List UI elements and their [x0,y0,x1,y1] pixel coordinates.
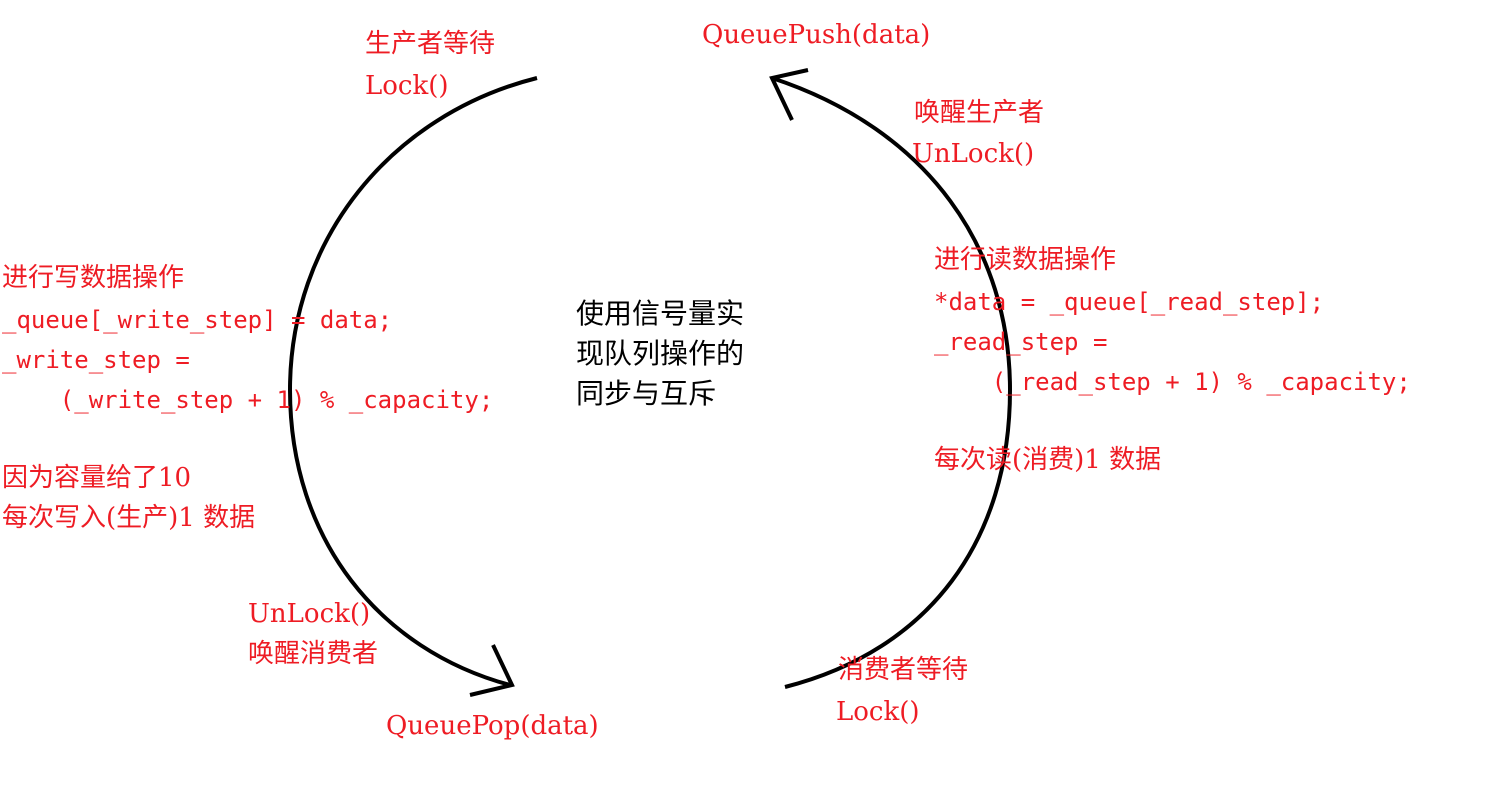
write-code-line: (_write_step + 1) % _capacity; [2,386,494,414]
read-note: 每次读(消费)1 数据 [934,445,1162,475]
write-note: 因为容量给了10 [2,463,192,493]
read-code-line: _read_step = [934,328,1108,356]
read-code-line: (_read_step + 1) % _capacity; [934,368,1411,396]
wake-producer-title: 唤醒生产者 [914,98,1045,128]
producer-wait-lock: Lock() [365,71,449,101]
center-line: 同步与互斥 [576,377,717,410]
producer-wait-title: 生产者等待 [365,29,496,59]
left-arc-arrow [287,76,538,687]
left-arrow-head [469,644,515,697]
write-code-line: _write_step = [2,346,190,374]
write-note: 每次写入(生产)1 数据 [2,503,256,533]
consumer-wait-lock: Lock() [836,697,920,727]
right-arrow-head [769,68,809,121]
wake-producer-unlock: UnLock() [912,139,1035,169]
queue-push-label: QueuePush(data) [702,20,931,50]
wake-consumer-title: 唤醒消费者 [248,639,379,669]
write-op-title: 进行写数据操作 [2,263,185,293]
queue-pop-label: QueuePop(data) [386,711,599,741]
write-code-line: _queue[_write_step] = data; [2,306,393,334]
right-arc-arrow [771,76,1013,689]
center-line: 使用信号量实 [576,297,745,330]
wake-consumer-unlock: UnLock() [248,599,371,629]
center-line: 现队列操作的 [576,337,745,370]
read-code-line: *data = _queue[_read_step]; [934,288,1325,316]
consumer-wait-title: 消费者等待 [838,655,969,685]
read-op-title: 进行读数据操作 [934,245,1117,275]
